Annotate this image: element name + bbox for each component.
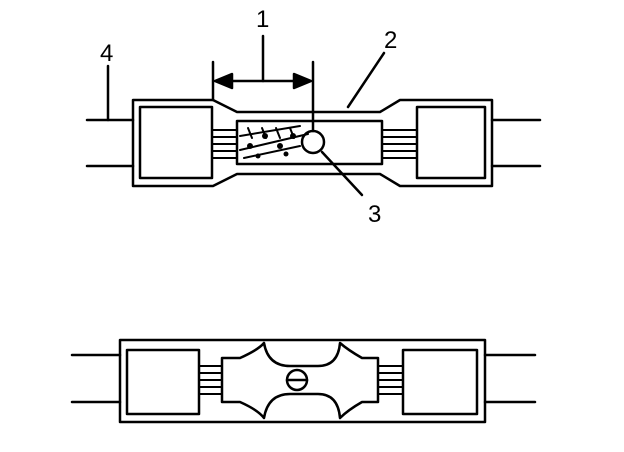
callout-4: 4 [100,40,113,67]
top-strands-left [211,129,238,159]
top-barrel [235,119,384,166]
dim-arrow-left [213,72,234,90]
bottom-crimped-barrel [220,341,380,420]
bottom-sleeve-outline [118,338,487,424]
leader-3 [320,150,364,197]
top-insulation-left [138,105,214,180]
callout-1: 1 [256,6,269,33]
bottom-strands-right [377,365,404,395]
callout-3: 3 [368,201,381,228]
callout-2: 2 [384,27,397,54]
bottom-splice [70,338,537,424]
leader-2 [346,51,386,109]
top-inspection-hole [300,129,326,155]
top-strands-right [381,129,418,159]
dim-arrow-right [292,72,313,90]
top-insulation-right [415,105,487,180]
top-solder-coil [239,125,309,159]
bottom-insulation-left [125,348,201,416]
top-solder-dots [247,133,296,159]
top-splice [85,34,542,197]
bottom-insulation-right [401,348,479,416]
bottom-strands-left [198,365,223,395]
top-sleeve-outline [131,98,494,188]
